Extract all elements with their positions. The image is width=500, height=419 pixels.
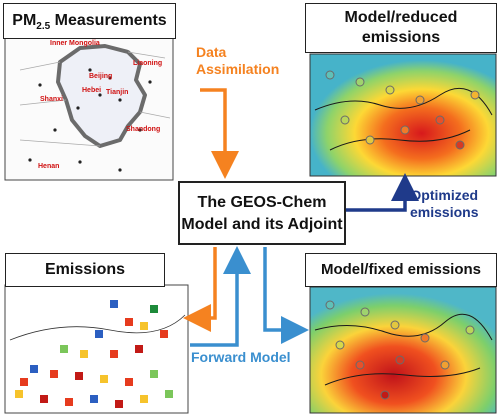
forward-model-label: Forward Model <box>191 349 291 365</box>
region-boundary <box>56 44 147 148</box>
data-assimilation-arrow <box>200 88 239 179</box>
optimized-emissions-arrow <box>345 173 419 212</box>
label-shanxi: Shanxi <box>40 96 63 103</box>
model-reduced-title: Model/reduced emissions <box>305 3 497 53</box>
station-markers <box>325 70 480 150</box>
label-shandong: Shandong <box>126 126 161 133</box>
emissions-title: Emissions <box>5 253 165 287</box>
optimized-emissions-label: Optimized emissions <box>410 187 479 220</box>
data-assimilation-label: Data Assimilation <box>196 44 280 77</box>
pm25-map <box>4 37 174 181</box>
model-reduced-map <box>309 53 497 177</box>
model-fixed-map <box>309 286 497 414</box>
emissions-map <box>4 284 189 414</box>
label-liaoning: Liaoning <box>133 60 163 67</box>
station-markers-fixed <box>325 300 475 400</box>
label-tianjin: Tianjin <box>106 89 129 96</box>
forward-model-up-arrow <box>190 246 251 347</box>
city-dots <box>28 68 152 172</box>
emission-grid <box>15 300 173 408</box>
label-henan: Henan <box>38 163 60 170</box>
forward-model-right-arrow <box>263 247 309 344</box>
geos-chem-box: The GEOS-Chem Model and its Adjoint <box>178 181 346 245</box>
model-fixed-title: Model/fixed emissions <box>305 253 497 287</box>
label-beijing: Beijing <box>89 73 113 80</box>
label-inner-mongolia: Inner Mongolia <box>50 40 100 47</box>
pm25-title: PM2.5 Measurements <box>3 3 176 39</box>
label-hebei: Hebei <box>82 87 102 94</box>
emissions-feedback-arrow <box>183 247 217 332</box>
